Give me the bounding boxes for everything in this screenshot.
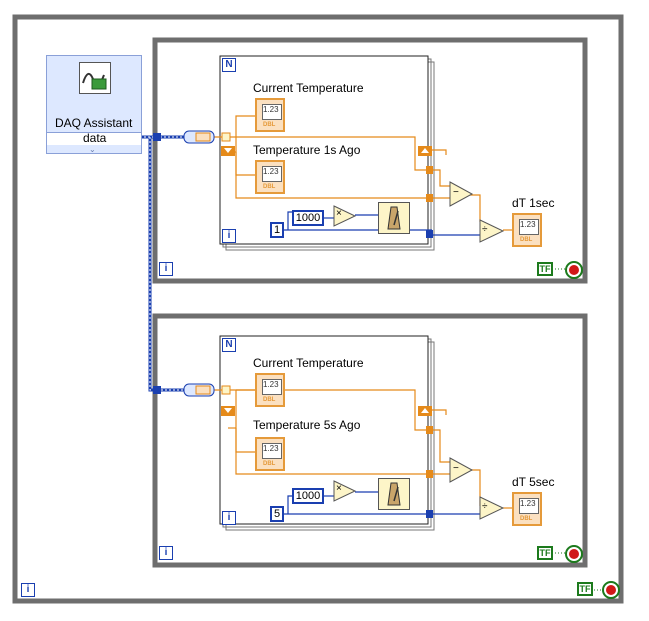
true-constant-2[interactable]: TF (537, 546, 553, 560)
wait-ms-constant-2[interactable]: 1000 (292, 488, 324, 504)
multiply-symbol-1: × (336, 208, 342, 219)
while-loop-2 (152, 313, 588, 568)
divide-symbol-2: ÷ (482, 501, 488, 512)
seconds-constant-1[interactable]: 1 (270, 222, 284, 238)
previous-temperature-label-1: Temperature 1s Ago (253, 143, 361, 157)
outer-while-loop (12, 14, 624, 604)
while-loop-1 (152, 37, 588, 284)
multiply-symbol-2: × (336, 483, 342, 494)
stop-icon-1[interactable] (565, 261, 583, 279)
wait-timer-icon-1[interactable] (378, 202, 410, 234)
multiply-node-1 (333, 205, 357, 227)
dt-label-2: dT 5sec (512, 475, 555, 489)
daq-icon (79, 62, 111, 94)
true-constant-1[interactable]: TF (537, 262, 553, 276)
while-iteration-terminal-1: i (159, 262, 173, 276)
subtract-node-2 (449, 457, 474, 483)
for-iteration-terminal-2: i (222, 511, 236, 525)
current-temperature-label-1: Current Temperature (253, 81, 364, 95)
for-count-terminal-2: N (222, 338, 236, 352)
stop-icon-2[interactable] (565, 545, 583, 563)
divide-node-1 (479, 219, 505, 243)
expand-chevron-icon[interactable]: ⌄ (89, 145, 96, 154)
dt-label-1: dT 1sec (512, 196, 555, 210)
while-iteration-terminal-2: i (159, 546, 173, 560)
seconds-constant-2[interactable]: 5 (270, 506, 284, 522)
current-temperature-label-2: Current Temperature (253, 356, 364, 370)
divide-symbol-1: ÷ (482, 224, 488, 235)
subtract-node-1 (449, 181, 474, 207)
subtract-symbol-2: − (453, 463, 459, 474)
daq-assistant[interactable]: DAQ Assistant data ⌄ (46, 55, 142, 154)
true-constant-outer[interactable]: TF (577, 582, 593, 596)
for-iteration-terminal-1: i (222, 229, 236, 243)
outer-iteration-terminal: i (21, 583, 35, 597)
stop-icon-outer[interactable] (602, 581, 620, 599)
divide-node-2 (479, 496, 505, 520)
for-count-terminal-1: N (222, 58, 236, 72)
previous-temperature-label-2: Temperature 5s Ago (253, 418, 361, 432)
subtract-symbol-1: − (453, 187, 459, 198)
multiply-node-2 (333, 480, 357, 502)
wait-timer-icon-2[interactable] (378, 478, 410, 510)
daq-title: DAQ Assistant (55, 116, 133, 130)
daq-output-data[interactable]: data (83, 131, 107, 145)
wait-ms-constant-1[interactable]: 1000 (292, 210, 324, 226)
